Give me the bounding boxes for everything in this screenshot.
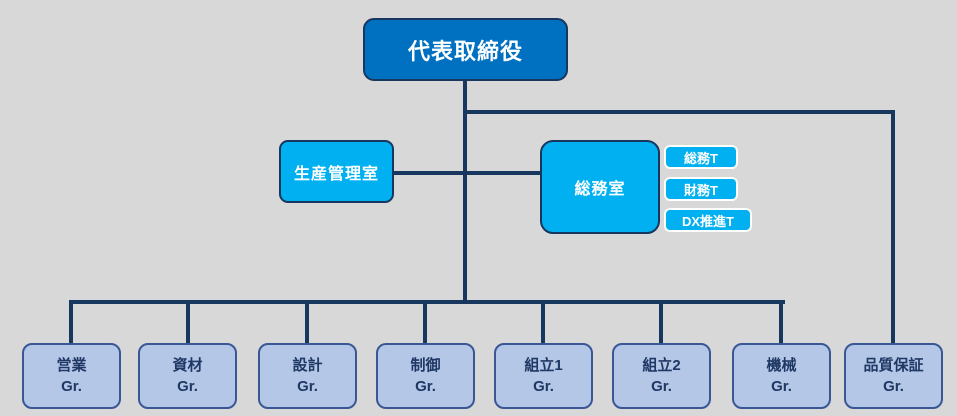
group-box-6: 組立2 Gr. bbox=[612, 343, 711, 409]
connector-drop-group-4 bbox=[423, 300, 427, 344]
connector-right-drop bbox=[891, 110, 895, 344]
group-name: 組立1 bbox=[524, 357, 563, 374]
connector-offices-branch bbox=[394, 171, 540, 175]
team-box-soumu: 総務T bbox=[664, 145, 738, 169]
connector-drop-group-6 bbox=[659, 300, 663, 344]
team-label: DX推進T bbox=[681, 213, 734, 229]
group-suffix: Gr. bbox=[297, 378, 318, 395]
group-suffix: Gr. bbox=[771, 378, 792, 395]
group-suffix: Gr. bbox=[651, 378, 672, 395]
group-box-8: 品質保証 Gr. bbox=[844, 343, 943, 409]
connector-trunk bbox=[463, 79, 467, 304]
connector-drop-group-7 bbox=[779, 300, 783, 344]
general-affairs-office-label: 総務室 bbox=[574, 181, 626, 198]
group-box-3: 設計 Gr. bbox=[258, 343, 357, 409]
ceo-box: 代表取締役 bbox=[363, 18, 568, 81]
connector-top-branch bbox=[463, 110, 895, 114]
group-box-7: 機械 Gr. bbox=[732, 343, 831, 409]
group-box-1: 営業 Gr. bbox=[22, 343, 121, 409]
team-box-dx: DX推進T bbox=[664, 208, 752, 232]
group-name: 機械 bbox=[766, 357, 797, 374]
connector-groups-distribution bbox=[69, 300, 785, 304]
group-name: 資材 bbox=[172, 357, 203, 374]
connector-drop-group-1 bbox=[69, 300, 73, 344]
team-box-zaimu: 財務T bbox=[664, 177, 738, 201]
connector-drop-group-3 bbox=[305, 300, 309, 344]
team-label: 総務T bbox=[684, 150, 718, 166]
group-name: 品質保証 bbox=[863, 357, 924, 374]
group-name: 制御 bbox=[410, 357, 441, 374]
group-suffix: Gr. bbox=[883, 378, 904, 395]
group-suffix: Gr. bbox=[177, 378, 198, 395]
connector-drop-group-5 bbox=[541, 300, 545, 344]
group-suffix: Gr. bbox=[61, 378, 82, 395]
group-box-5: 組立1 Gr. bbox=[494, 343, 593, 409]
group-name: 組立2 bbox=[642, 357, 681, 374]
general-affairs-office-box: 総務室 bbox=[540, 140, 660, 234]
connector-drop-group-2 bbox=[186, 300, 190, 344]
team-label: 財務T bbox=[684, 182, 718, 198]
group-box-2: 資材 Gr. bbox=[138, 343, 237, 409]
group-name: 営業 bbox=[56, 357, 87, 374]
ceo-label: 代表取締役 bbox=[407, 38, 523, 64]
group-suffix: Gr. bbox=[533, 378, 554, 395]
production-management-office-box: 生産管理室 bbox=[279, 140, 394, 203]
group-box-4: 制御 Gr. bbox=[376, 343, 475, 409]
group-name: 設計 bbox=[292, 357, 323, 374]
group-suffix: Gr. bbox=[415, 378, 436, 395]
production-management-office-label: 生産管理室 bbox=[293, 165, 379, 183]
